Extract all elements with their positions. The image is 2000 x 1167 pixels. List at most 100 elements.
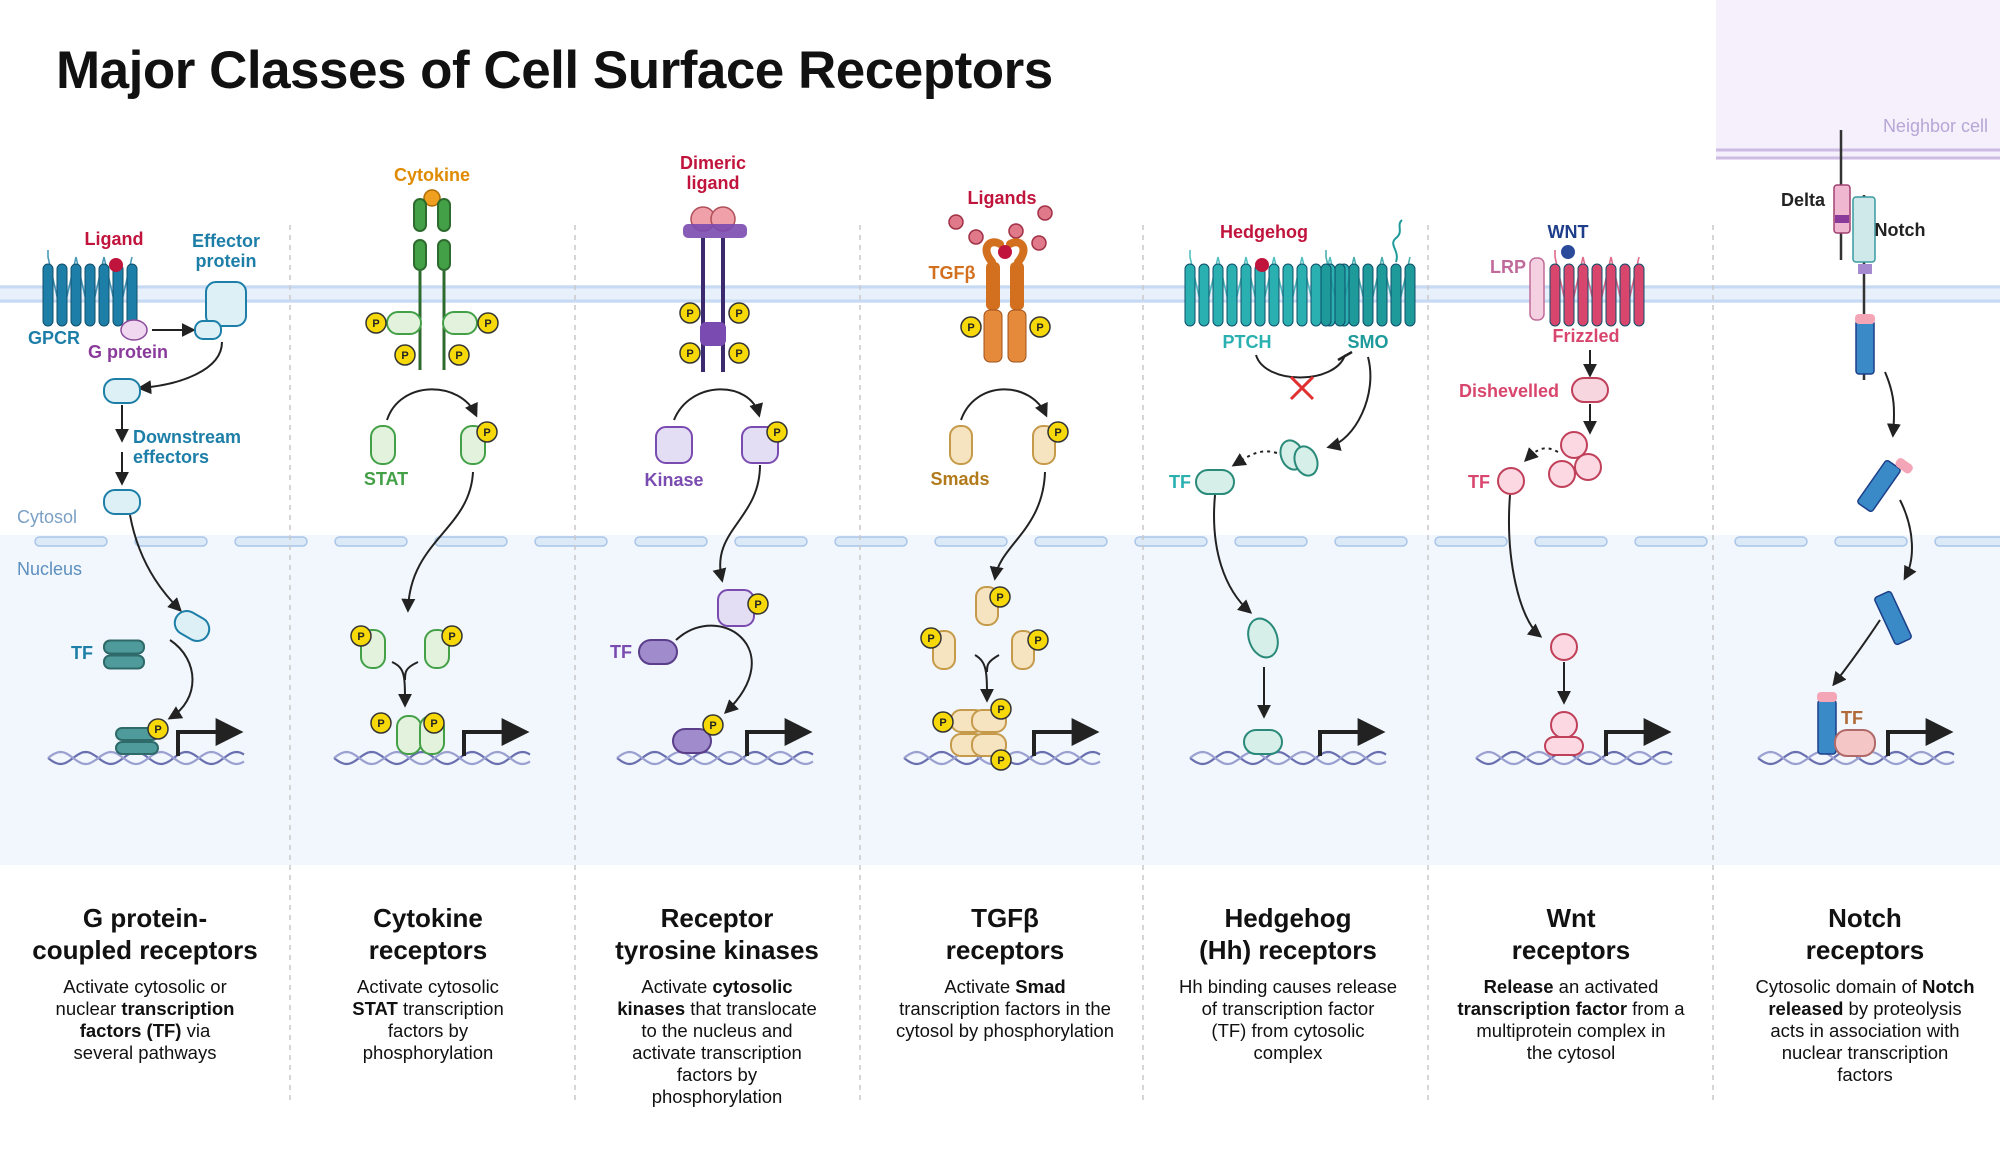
arrow-to-nucleus [989,471,1046,581]
transcription-start-arrow [176,718,244,756]
inhibition-blocked-x [1289,375,1315,401]
nuclear-envelope-segment [1634,536,1708,547]
hh-ligand [1255,258,1269,272]
receptor-class-title: Hedgehog(Hh) receptors [1199,903,1377,965]
phospho-badge [394,344,416,366]
phospho-badge [1047,421,1069,443]
phospho-label: P [430,718,437,730]
tf-label: TF [1169,472,1191,492]
frizzled-label: Frizzled [1552,326,1619,346]
tf-label: TF [610,642,632,662]
transcription-start-arrow [1318,718,1386,756]
delta-ligand [1833,184,1851,234]
phospho-badge [423,712,445,734]
dna-gene-rtk [616,718,814,766]
complex-merge-line [986,654,1000,673]
ligand-dot [948,214,964,230]
dna-strand [616,750,814,766]
phospho-label: P [377,718,384,730]
nuclear-envelope-segment [1834,536,1908,547]
dna-gene-cytokine [333,718,531,766]
helix [1633,263,1645,327]
arrow-to-gene [167,639,194,720]
dimer-merge-line [404,661,419,681]
effector-protein [205,281,247,327]
frizzled-receptor [1549,250,1645,327]
helix [126,263,138,327]
phospho-badge [441,625,463,647]
arrow-kinase-activation [673,388,763,421]
phospho-badge [476,421,498,443]
helix [1268,263,1280,327]
gpcr-label: GPCR [28,328,80,348]
stat-label: STAT [364,469,408,489]
arrow-to-nucleus [1508,494,1543,638]
tf-released [1195,469,1235,495]
transcription-start-arrow [745,718,813,756]
dna-strand [1189,750,1387,766]
dna-gene-wnt [1475,718,1673,766]
smo-receptor [1320,250,1416,327]
phospho-label: P [455,350,462,362]
phospho-badge [728,342,750,364]
helix [1605,263,1617,327]
complex-protein [1574,453,1602,481]
helix [1240,263,1252,327]
arrow-to-nucleus [1899,499,1917,581]
tgfb-label: TGFβ [929,263,976,283]
dna-gene-hedgehog [1189,718,1387,766]
jak-kinase [442,311,478,335]
phospho-badge [989,586,1011,608]
helix [1563,263,1575,327]
ligand-dot [109,258,123,272]
receptor-domain [413,198,427,232]
phospho-label: P [686,348,693,360]
arrow-smo-to-complex [1326,356,1372,451]
helix [1282,263,1294,327]
dishevelled-label: Dishevelled [1459,381,1559,401]
arrow-stat-activation [386,388,478,421]
downstream-effector [103,489,141,515]
phospho-badge [990,749,1012,771]
transcription-start-arrow [1032,718,1100,756]
phospho-label: P [372,318,379,330]
page-title: Major Classes of Cell Surface Receptors [56,41,1053,100]
arrow-tf-release [1524,447,1559,462]
dna-strand [616,750,814,766]
dishevelled [1571,377,1609,403]
nuclear-envelope-segment [1934,536,2000,547]
dna-strand [1189,750,1387,766]
jak-kinase [386,311,422,335]
phospho-label: P [735,308,742,320]
phospho-badge [679,302,701,324]
helix [1226,263,1238,327]
nuclear-envelope-segment [1434,536,1508,547]
receptor-domain [437,198,451,232]
phospho-badge [920,627,942,649]
released-cap [1895,458,1913,474]
receptor-kinase [983,309,1003,363]
helix [1549,263,1561,327]
ptch-label: PTCH [1223,332,1272,352]
wnt-label: WNT [1548,222,1589,242]
arrow-to-nucleus [401,471,474,613]
ligand-label: Ligand [85,229,144,249]
transcription-start-arrow [462,718,530,756]
cytokine-ligand [423,189,441,207]
phospho-badge [990,698,1012,720]
nuclear-envelope-segment [234,536,308,547]
lrp-label: LRP [1490,257,1526,277]
dna-gene-gpcr [47,718,245,766]
phospho-label: P [997,755,1004,767]
phospho-label: P [754,599,761,611]
nuclear-envelope-segment [834,536,908,547]
